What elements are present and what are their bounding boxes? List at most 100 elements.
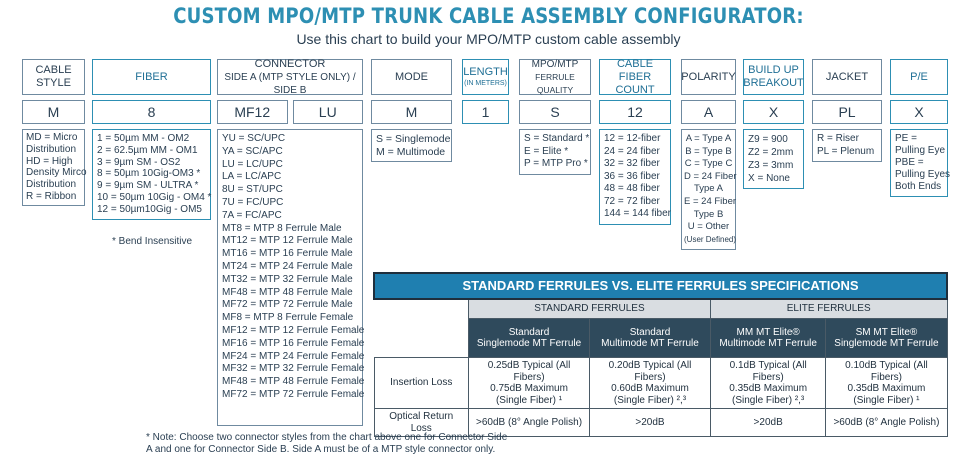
fiber-count-column: CABLE FIBER COUNT 12 12 = 12-fiber 24 = … (599, 57, 671, 225)
option: P = MTP Pro * (524, 158, 588, 170)
option: LA = LC/APC (222, 171, 282, 183)
mode-value: M (371, 100, 452, 124)
option: MT32 = MTP 32 Ferrule Male (222, 273, 353, 285)
jacket-header: JACKET (812, 59, 882, 95)
connector-values: MF12 LU (217, 100, 363, 124)
fiber-header: FIBER (92, 59, 211, 95)
connector-side-b-value: LU (292, 100, 363, 124)
connector-header-sides: SIDE A (MTP STYLE ONLY) / SIDE B (224, 71, 356, 96)
table-row: Insertion Loss 0.25dB Typical (All Fiber… (373, 357, 948, 409)
option: Density Mirco (26, 167, 87, 179)
breakout-header-sub: BREAKOUT (743, 77, 804, 89)
ferrule-header: MPO/MTP FERRULE QUALITY (519, 59, 591, 95)
option: Z9 = 900 (748, 134, 788, 145)
col-head-line: Singlemode MT Ferrule (476, 338, 582, 349)
option: MD = Micro (26, 132, 78, 143)
page-subtitle: Use this chart to build your MPO/MTP cus… (296, 31, 681, 47)
option: E = Elite * (524, 145, 569, 157)
option: MF48 = MTP 48 Ferrule Female (222, 376, 365, 388)
table-cell: 0.1dB Typical (All Fibers) 0.35dB Maximu… (709, 357, 827, 409)
option: 24 = 24 fiber (604, 145, 660, 157)
cell-line: 0.25dB Typical (All Fibers) (487, 360, 571, 383)
ferrule-header-quality: FERRULE QUALITY (535, 71, 575, 95)
col-head-line: MM MT Elite® (736, 326, 800, 338)
option: MT8 = MTP 8 Ferrule Male (222, 222, 342, 234)
table-row: Optical Return Loss >60dB (8° Angle Poli… (373, 408, 948, 437)
table-cell: >20dB (589, 408, 711, 437)
breakout-header: BUILD UP BREAKOUT (743, 59, 804, 95)
col-head-elite-mm: MM MT Elite® Multimode MT Ferrule (709, 318, 827, 358)
option: 2 = 62.5µm MM - OM1 (97, 144, 198, 156)
fiber-value: 8 (92, 100, 211, 124)
option: R = Riser (817, 133, 859, 144)
ferrule-spec-table: STANDARD FERRULES VS. ELITE FERRULES SPE… (373, 272, 948, 437)
connector-side-a-value: MF12 (217, 100, 288, 124)
length-header-unit: (IN METERS) (464, 80, 507, 87)
col-head-elite-sm: SM MT Elite® Singlemode MT Ferrule (825, 318, 948, 358)
option: PBE = (895, 157, 924, 168)
option: Distribution (26, 179, 77, 191)
option: 144 = 144 fiber (604, 208, 671, 219)
option: YA = SC/APC (222, 145, 283, 157)
option: 3 = 9µm SM - OS2 (97, 156, 181, 168)
col-head-line: Multimode MT Ferrule (601, 338, 699, 349)
option: YU = SC/UPC (222, 133, 286, 144)
ferrule-column: MPO/MTP FERRULE QUALITY S S = Standard *… (519, 59, 591, 175)
cell-line: (Single Fiber) ¹ (495, 394, 563, 406)
connector-footnote: * Note: Choose two connector styles from… (146, 432, 507, 456)
col-head-line: Multimode MT Ferrule (719, 338, 817, 349)
pe-value: X (890, 100, 948, 124)
option: PE = (895, 133, 917, 144)
option: MT24 = MTP 24 Ferrule Male (222, 260, 353, 272)
option: S = Singlemode (376, 133, 451, 145)
length-header: LENGTH (IN METERS) (462, 59, 509, 95)
option: Pulling Eye (895, 145, 946, 156)
fiber-count-header-title: CABLE (616, 57, 654, 70)
ferrule-value: S (519, 100, 591, 124)
cell-line: 0.60dB Maximum (611, 383, 689, 394)
option: HD = High (26, 155, 73, 167)
breakout-options: Z9 = 900 Z2 = 2mm Z3 = 3mm X = None (743, 129, 804, 189)
pe-options: PE = Pulling Eye PBE = Pulling Eyes Both… (890, 129, 950, 197)
option: 1 = 50µm MM - OM2 (97, 133, 190, 144)
polarity-value: A (681, 100, 736, 124)
option: MF72 = MTP 72 Ferrule Male (222, 299, 353, 311)
col-head-standard-mm: Standard Multimode MT Ferrule (589, 318, 711, 358)
option: X = None (748, 173, 790, 184)
length-value: 1 (462, 100, 509, 124)
option: 9 = 9µm SM - ULTRA * (97, 180, 199, 192)
row-label: Optical Return Loss (373, 408, 469, 437)
col-head-line: Singlemode MT Ferrule (834, 338, 939, 349)
spec-corner (374, 319, 469, 358)
option: Type A (693, 183, 724, 195)
cell-line: (Single Fiber) ¹ (853, 394, 920, 406)
option: 48 = 48 fiber (604, 183, 660, 194)
option: 12 = 12-fiber (604, 133, 661, 144)
spec-table-title: STANDARD FERRULES VS. ELITE FERRULES SPE… (373, 272, 948, 300)
option: MT12 = MTP 12 Ferrule Male (222, 235, 353, 247)
cell-line: 0.75dB Maximum (490, 383, 568, 394)
table-cell: >60dB (8° Angle Polish) (825, 408, 948, 437)
table-cell: 0.10dB Typical (All Fibers) 0.35dB Maxim… (825, 357, 948, 409)
option: MF12 = MTP 12 Ferrule Female (222, 324, 365, 336)
option: (User Defined) (684, 234, 737, 244)
cell-line: (Single Fiber) ²,³ (613, 394, 687, 406)
cell-line: 0.20dB Typical (All Fibers) (608, 360, 692, 383)
option: MF8 = MTP 8 Ferrule Female (222, 312, 354, 324)
length-header-title: LENGTH (463, 66, 508, 78)
option: LU = LC/UPC (222, 158, 283, 170)
option: B = Type B (685, 145, 732, 157)
fiber-count-options: 12 = 12-fiber 24 = 24 fiber 32 = 32 fibe… (599, 129, 671, 225)
connector-header: CONNECTOR SIDE A (MTP STYLE ONLY) / SIDE… (217, 58, 363, 96)
option: Z3 = 3mm (748, 160, 794, 171)
connector-options: YU = SC/UPC YA = SC/APC LU = LC/UPC LA =… (217, 129, 365, 426)
option: Both Ends (895, 181, 942, 192)
standard-ferrules-group: STANDARD FERRULES (468, 298, 711, 319)
option: MF72 = MTP 72 Ferrule Female (222, 388, 365, 400)
cell-line: 0.10dB Typical (All Fibers) (845, 360, 928, 383)
cable-style-header: CABLE STYLE (22, 59, 85, 95)
option: 7A = FC/APC (222, 209, 282, 221)
table-cell: 0.20dB Typical (All Fibers) 0.60dB Maxim… (589, 357, 711, 409)
cable-style-value: M (22, 100, 85, 124)
option: 10 = 50µm 10Gig - OM4 * (97, 191, 212, 203)
